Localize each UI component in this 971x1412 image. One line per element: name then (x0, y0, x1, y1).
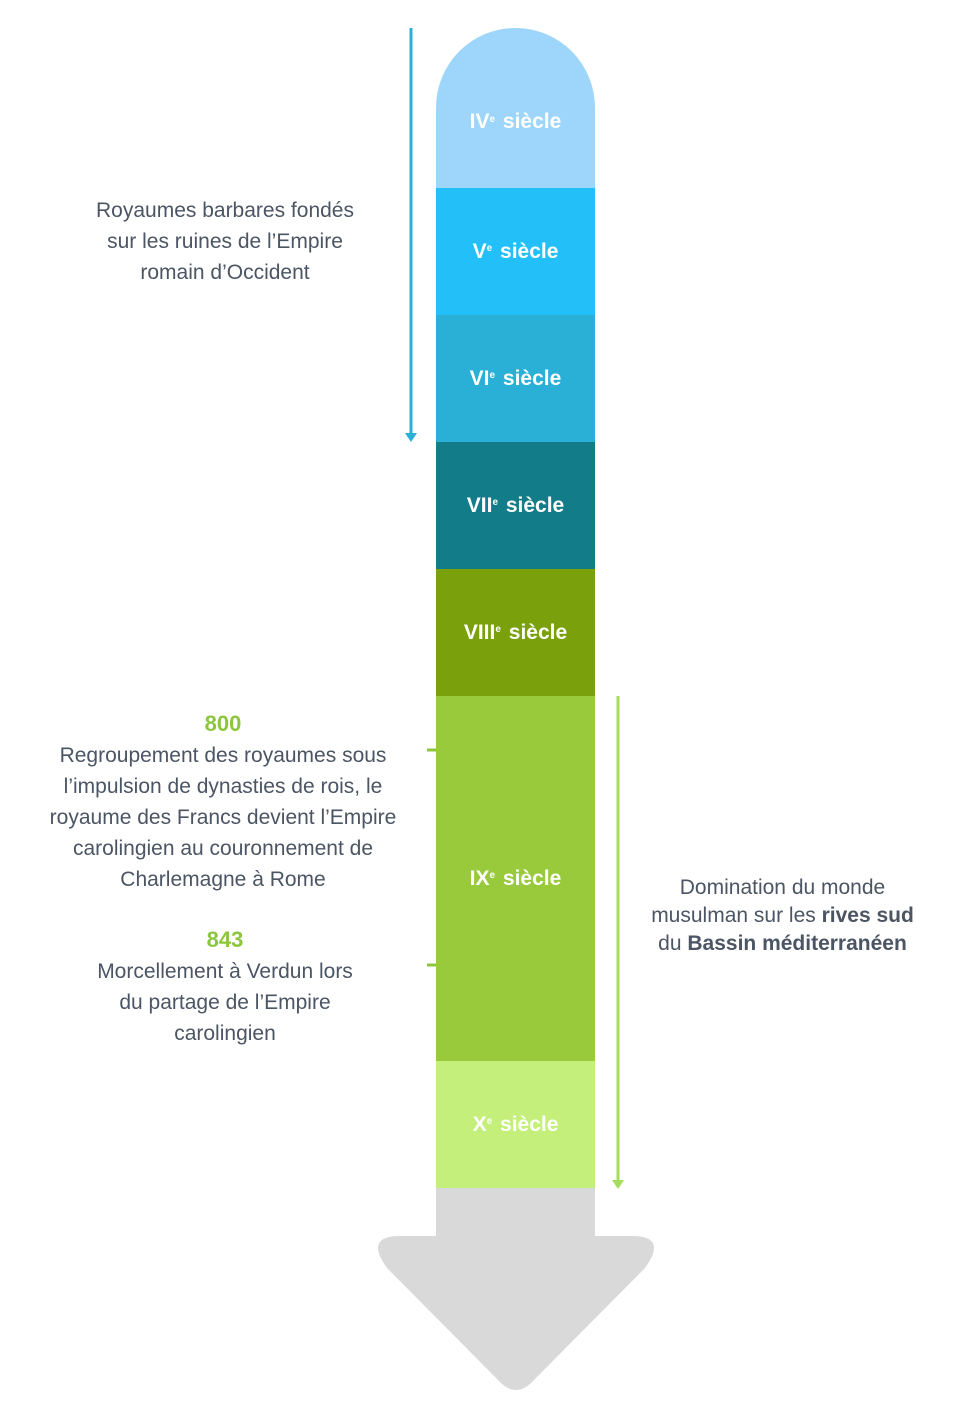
century-viii-word: siècle (508, 620, 568, 644)
note-line: carolingien au couronnement de (72, 837, 374, 860)
note-line: du partage de l’Empire (119, 991, 331, 1014)
century-ix-roman: IX (469, 866, 490, 890)
century-v-word: siècle (500, 239, 559, 263)
blue-period-arrow (405, 28, 417, 442)
century-vii-roman: VII (466, 493, 493, 517)
century-x-sup: e (486, 1116, 493, 1127)
century-x-word: siècle (500, 1112, 559, 1136)
century-vi-word: siècle (502, 366, 562, 390)
note-line: Royaumes barbares fondés (96, 199, 354, 222)
note-barbarian-kingdoms: Royaumes barbares fondés sur les ruines … (40, 195, 410, 288)
century-viii-sup: e (495, 624, 501, 635)
century-vii-sup: e (492, 497, 498, 508)
note-bold-text: Bassin méditerranéen (687, 932, 907, 955)
note-line: du Bassin méditerranéen (610, 930, 955, 958)
note-line: Morcellement à Verdun lors (97, 960, 353, 983)
century-vii-word: siècle (505, 493, 565, 517)
green-period-arrow (612, 696, 624, 1189)
note-line: carolingien (174, 1022, 276, 1045)
event-800: 800 Regroupement des royaumes sous l’imp… (8, 708, 438, 895)
note-line: romain d’Occident (140, 261, 310, 284)
event-800-year: 800 (204, 711, 242, 736)
note-muslim-domination: Domination du monde musulman sur les riv… (610, 874, 955, 958)
timeline-arrow (378, 1186, 654, 1390)
note-line: royaume des Francs devient l’Empire (49, 806, 397, 829)
note-text: du (658, 932, 688, 955)
event-843-year: 843 (206, 927, 244, 952)
century-iv-sup: e (489, 113, 496, 125)
note-line: l’impulsion de dynasties de rois, le (63, 775, 383, 798)
century-v-roman: V (472, 239, 487, 263)
century-vi-roman: VI (469, 366, 490, 390)
note-line: sur les ruines de l’Empire (107, 230, 343, 253)
event-843: 843 Morcellement à Verdun lors du partag… (40, 924, 410, 1049)
century-vi-sup: e (489, 370, 496, 381)
century-iv-roman: IV (469, 110, 490, 133)
note-line: Domination du monde (679, 876, 886, 899)
note-text: musulman sur les (651, 904, 822, 927)
century-iv-word: siècle (502, 110, 562, 133)
note-line: musulman sur les rives sud (610, 902, 955, 930)
century-x-roman: X (472, 1112, 487, 1136)
century-ix-word: siècle (502, 866, 562, 890)
note-line: Charlemagne à Rome (120, 868, 326, 891)
century-viii-roman: VIII (463, 620, 496, 644)
note-line: Regroupement des royaumes sous (59, 744, 387, 767)
note-bold-text: rives sud (821, 904, 914, 927)
century-ix-sup: e (489, 870, 496, 881)
century-v-sup: e (486, 243, 493, 254)
